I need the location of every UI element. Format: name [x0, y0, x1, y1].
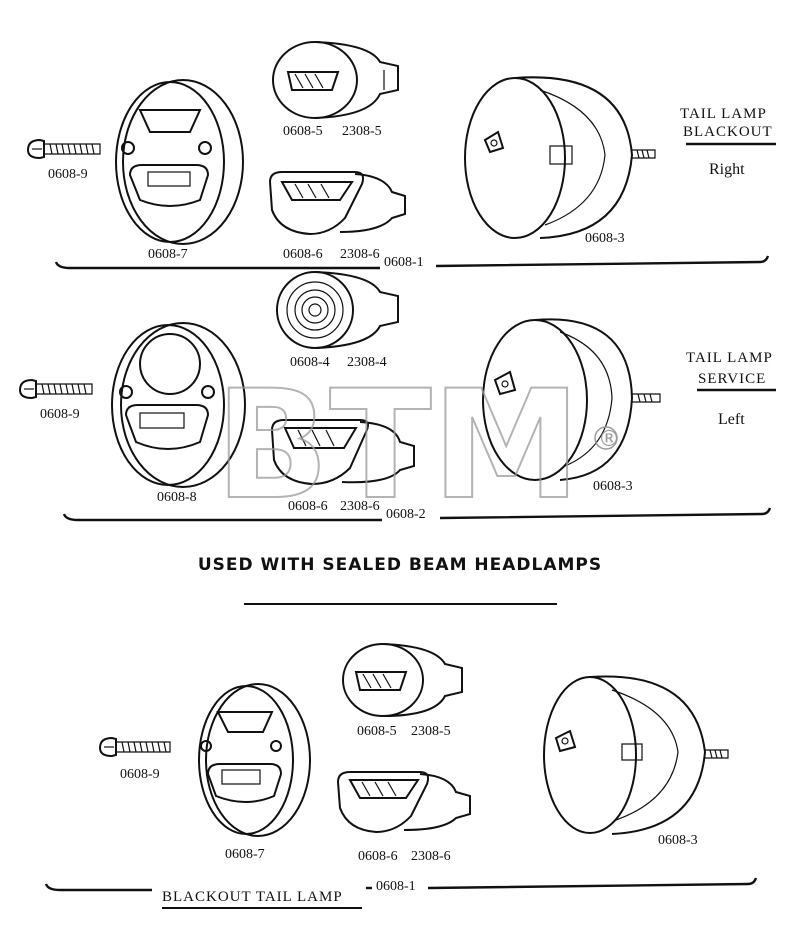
- label-upper-socket: 2308-4: [347, 355, 387, 370]
- bottom-title: BLACKOUT TAIL LAMP: [162, 889, 343, 905]
- lower-lens-part: [336, 771, 471, 834]
- section-blackout-right: 0608-9 0608-7 0608-5 2308-5: [26, 41, 776, 270]
- label-screw: 0608-9: [40, 407, 80, 422]
- label-assembly: 0608-1: [376, 879, 416, 894]
- label-lower-socket: 2308-6: [411, 849, 451, 864]
- label-lower-socket: 2308-6: [340, 499, 380, 514]
- label-upper-lens: 0608-4: [290, 355, 330, 370]
- side-title-2: SERVICE: [698, 371, 766, 387]
- lamp-body-part: [111, 322, 246, 488]
- section-blackout-bottom: 0608-9 0608-7 0608-5 2308-5 0608-6 2308-…: [44, 643, 758, 909]
- label-upper-socket: 2308-5: [342, 124, 382, 139]
- label-assembly: 0608-1: [384, 255, 424, 270]
- label-lower-lens: 0608-6: [358, 849, 398, 864]
- label-screw: 0608-9: [120, 767, 160, 782]
- label-body: 0608-7: [225, 847, 265, 862]
- label-lower-lens: 0608-6: [288, 499, 328, 514]
- side-title-1: TAIL LAMP: [686, 350, 773, 366]
- label-upper-lens: 0608-5: [357, 724, 397, 739]
- housing-part: [543, 675, 729, 835]
- watermark-text: BTM: [215, 359, 581, 533]
- side-title-1: TAIL LAMP: [680, 106, 767, 122]
- screw-part: [98, 736, 171, 758]
- label-screw: 0608-9: [48, 167, 88, 182]
- screw-part: [18, 378, 93, 400]
- lamp-body-part: [115, 79, 244, 245]
- upper-lens-part: [276, 271, 399, 349]
- lamp-body-part: [198, 683, 311, 837]
- label-housing: 0608-3: [658, 833, 698, 848]
- upper-lens-part: [342, 643, 463, 717]
- side-note: Right: [709, 161, 745, 178]
- label-housing: 0608-3: [585, 231, 625, 246]
- label-assembly: 0608-2: [386, 507, 426, 522]
- housing-part: [482, 318, 661, 481]
- screw-part: [26, 138, 101, 160]
- side-note: Left: [718, 411, 745, 428]
- label-lower-lens: 0608-6: [283, 247, 323, 262]
- section-service-left: 0608-9 0608-8 0608-4 2308-4 0608: [18, 271, 776, 522]
- label-upper-socket: 2308-5: [411, 724, 451, 739]
- label-upper-lens: 0608-5: [283, 124, 323, 139]
- watermark-mark: ®: [598, 427, 620, 452]
- housing-part: [464, 76, 656, 239]
- watermark: BTM ®: [214, 358, 620, 534]
- label-lower-socket: 2308-6: [340, 247, 380, 262]
- label-housing: 0608-3: [593, 479, 633, 494]
- section-heading: USED WITH SEALED BEAM HEADLAMPS: [198, 555, 602, 575]
- lower-lens-part: [270, 419, 415, 486]
- upper-lens-part: [272, 41, 399, 119]
- side-title-2: BLACKOUT: [683, 124, 773, 140]
- label-body: 0608-8: [157, 490, 197, 505]
- lower-lens-part: [268, 171, 406, 236]
- label-body: 0608-7: [148, 247, 188, 262]
